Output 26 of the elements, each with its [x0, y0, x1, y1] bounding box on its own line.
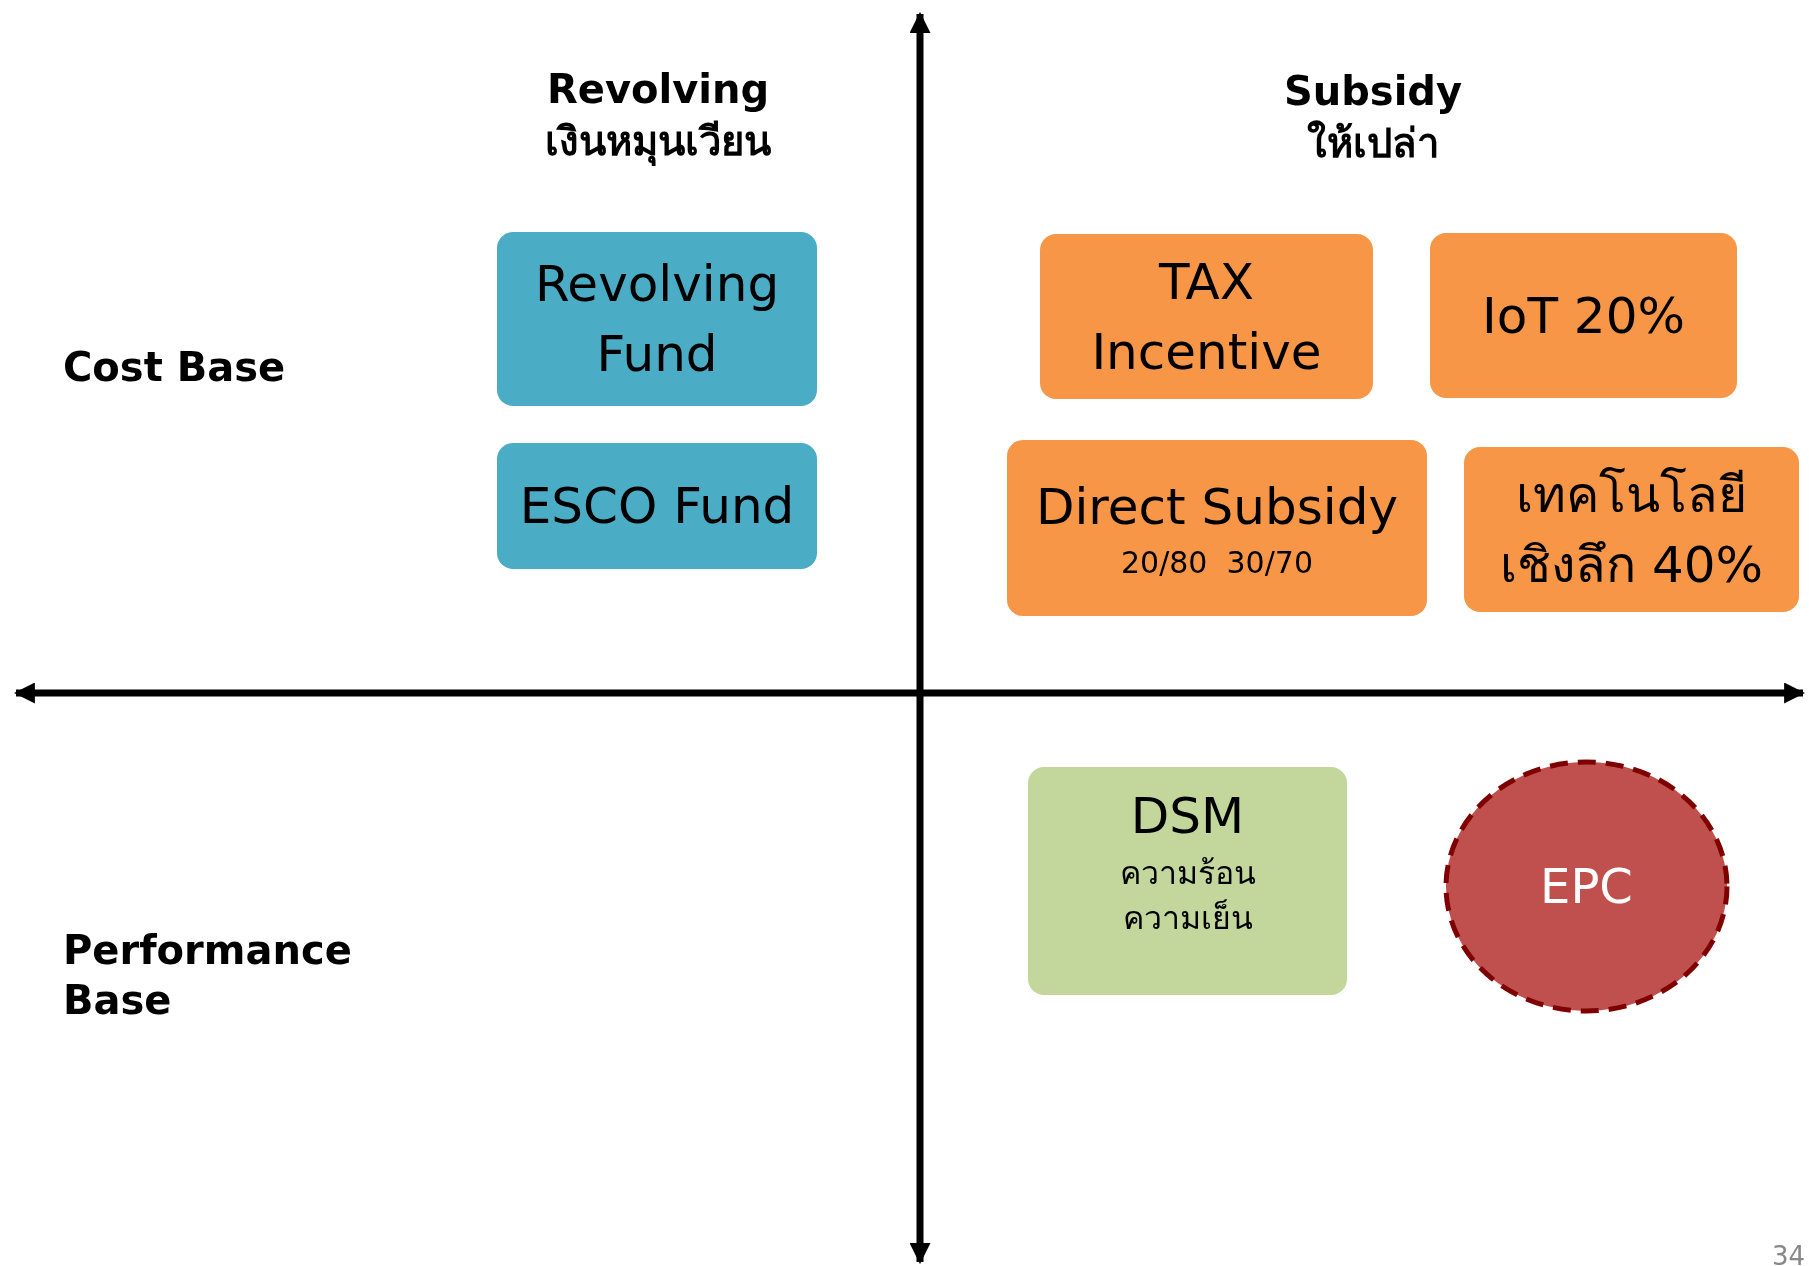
incentive-box	[1040, 234, 1373, 399]
row-heading: Cost Base	[63, 343, 286, 392]
box-subtext: ความเย็น	[1122, 897, 1253, 939]
page-number: 34	[1772, 1240, 1806, 1266]
column-heading: ให้เปล่า	[1306, 119, 1440, 168]
column-heading: Subsidy	[1282, 67, 1464, 116]
box-title: ESCO Fund	[519, 476, 795, 537]
column-heading: เงินหมุนเวียน	[544, 117, 772, 166]
box-title: IoT 20%	[1482, 285, 1685, 347]
box-subtext: ความร้อน	[1119, 853, 1256, 894]
fund-box	[497, 443, 817, 569]
program-box	[1028, 767, 1347, 995]
program-ellipse	[1442, 758, 1731, 1015]
incentive-box	[1464, 447, 1799, 612]
box-title: EPC	[1540, 856, 1633, 916]
incentive-box	[1007, 440, 1427, 616]
row-heading: Performance Base	[63, 926, 353, 1025]
column-heading: Revolving	[545, 65, 771, 114]
box-title: Revolving Fund	[534, 254, 780, 385]
box-title: เทคโนโลยีเชิงลึก 40%	[1499, 464, 1764, 596]
box-subtext: 20/80 30/70	[1121, 544, 1313, 582]
box-title: TAX Incentive	[1090, 251, 1323, 383]
box-title: DSM	[1130, 786, 1245, 847]
incentive-box	[1430, 233, 1737, 398]
box-title: Direct Subsidy	[1035, 477, 1398, 538]
fund-box	[497, 232, 817, 406]
